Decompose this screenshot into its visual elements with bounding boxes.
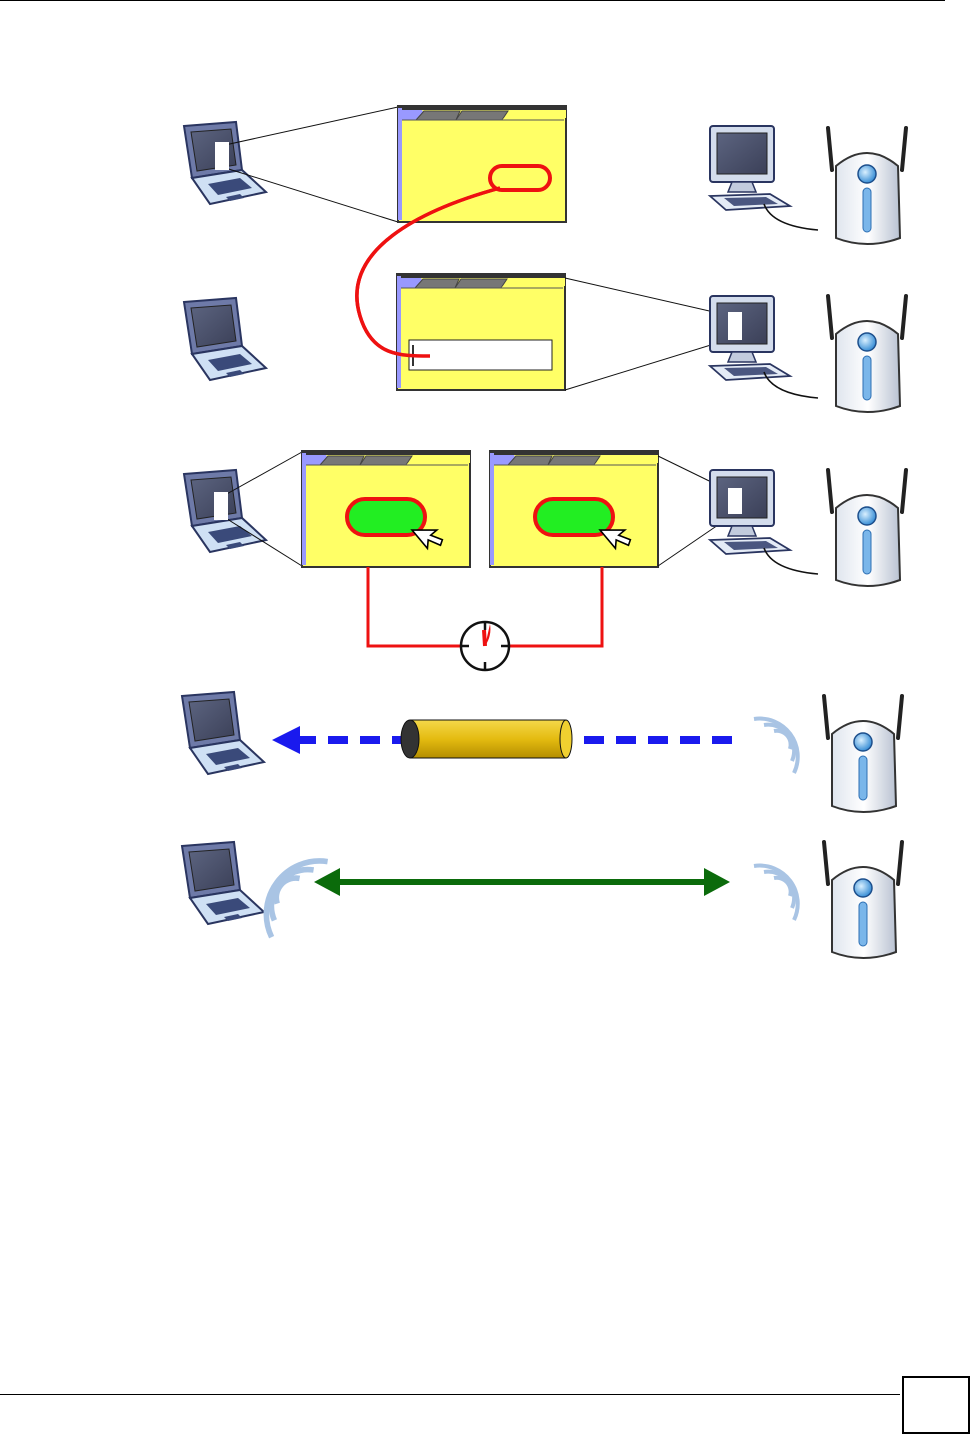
access-point-icon [824, 696, 902, 812]
timer-icon [461, 622, 509, 670]
wireless-signal-icon [266, 861, 327, 937]
page-number-box [902, 1376, 970, 1434]
wireless-signal-icon [754, 866, 798, 920]
desktop-icon [710, 126, 790, 210]
row-3 [184, 451, 906, 670]
row-5 [182, 842, 902, 958]
wireless-signal-icon [754, 719, 798, 773]
row-1 [184, 106, 906, 244]
laptop-icon [182, 842, 264, 924]
laptop-icon [182, 692, 264, 774]
tunnel-icon [401, 720, 572, 758]
desktop-icon [710, 296, 790, 380]
desktop-icon [710, 470, 790, 554]
pin-input-field [409, 340, 552, 370]
access-point-icon [828, 296, 906, 412]
footer-rule [0, 1394, 900, 1395]
row-4 [182, 692, 902, 812]
arrow-head [272, 726, 300, 754]
access-point-icon [828, 470, 906, 586]
web-config-panel [397, 274, 565, 390]
laptop-icon [184, 298, 266, 380]
access-point-icon [828, 128, 906, 244]
access-point-icon [824, 842, 902, 958]
web-config-panel [398, 106, 566, 222]
